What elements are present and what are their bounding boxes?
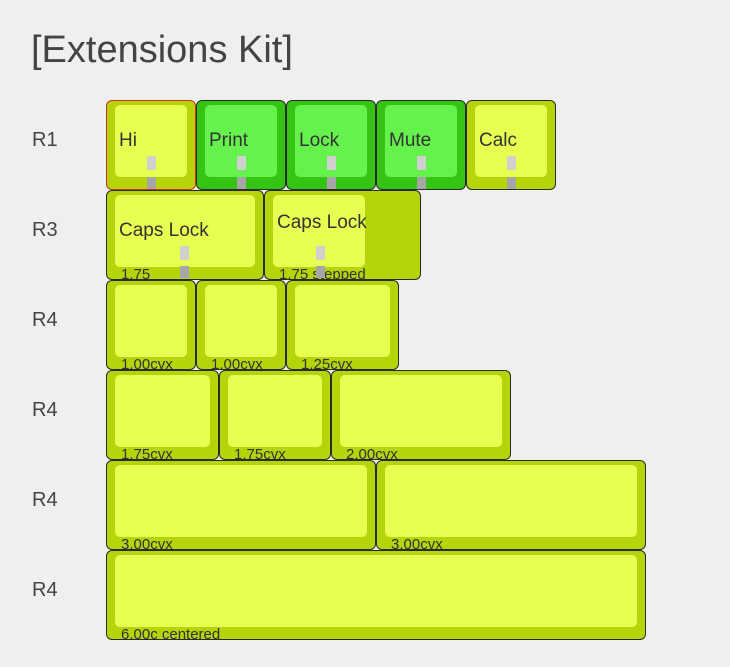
stem-marker [147, 177, 156, 189]
key-calc[interactable]: Calc [466, 100, 556, 190]
key-front-label: 1.75cvx [121, 446, 173, 463]
key-legend: Mute [389, 130, 432, 151]
key-caps-lock[interactable]: Caps Lock 1.75 [106, 190, 264, 283]
key-front-label: 3.00cvx [391, 536, 443, 553]
stem-marker [417, 156, 426, 170]
stem-marker [316, 246, 325, 260]
key-legend: Caps Lock [277, 212, 367, 233]
row-label-r4-b: R4 [32, 399, 58, 421]
stem-marker [327, 156, 336, 170]
row-label-r3: R3 [32, 219, 58, 241]
row-label-r1: R1 [32, 129, 58, 151]
key-front-label: 1.25cvx [301, 356, 353, 373]
key-front-label: 1.00cvx [211, 356, 263, 373]
stem-marker [327, 177, 336, 189]
stem-marker [237, 156, 246, 170]
key-legend: Hi [119, 130, 137, 151]
key-r4-6u-centered[interactable]: 6.00c centered [106, 550, 646, 643]
key-legend: Print [209, 130, 249, 151]
keycap-top [115, 375, 210, 447]
key-front-label: 1.75 [121, 266, 151, 283]
key-legend: Caps Lock [119, 220, 209, 241]
key-r4-1-75u[interactable]: 1.75cvx [106, 370, 219, 463]
key-r4-1-25u[interactable]: 1.25cvx [286, 280, 399, 373]
key-print[interactable]: Print [196, 100, 286, 190]
stem-marker [316, 266, 325, 278]
key-r4-1-75u[interactable]: 1.75cvx [219, 370, 331, 463]
key-legend: Calc [479, 130, 518, 151]
keycap-top [385, 465, 637, 537]
key-front-label: 6.00c centered [121, 626, 221, 643]
stem-marker [180, 266, 189, 278]
key-front-label: 1.00cvx [121, 356, 173, 373]
stem-marker [507, 177, 516, 189]
stem-marker [507, 156, 516, 170]
stem-marker [147, 156, 156, 170]
stem-marker [237, 177, 246, 189]
stem-marker [417, 177, 426, 189]
page-title: [Extensions Kit] [31, 29, 293, 71]
key-r4-1u[interactable]: 1.00cvx [106, 280, 196, 373]
keycap-top [295, 285, 390, 357]
stem-marker [180, 246, 189, 260]
key-legend: Lock [299, 130, 340, 151]
row-label-r4-d: R4 [32, 579, 58, 601]
keycap-top: Print [205, 105, 277, 177]
key-r4-3u[interactable]: 3.00cvx [106, 460, 376, 553]
key-mute[interactable]: Mute [376, 100, 466, 190]
key-front-label: 2.00cvx [346, 446, 398, 463]
key-front-label: 3.00cvx [121, 536, 173, 553]
keycap-top [115, 285, 187, 357]
key-r4-3u[interactable]: 3.00cvx [376, 460, 646, 553]
row-label-r4-a: R4 [32, 309, 58, 331]
keycap-top [340, 375, 502, 447]
row-label-r4-c: R4 [32, 489, 58, 511]
key-caps-lock-stepped[interactable]: Caps Lock 1.75 stepped [264, 190, 421, 283]
keycap-top [115, 465, 367, 537]
key-front-label: 1.75cvx [234, 446, 286, 463]
keycap-top [228, 375, 322, 447]
key-r4-1u[interactable]: 1.00cvx [196, 280, 286, 373]
keycap-top [115, 555, 637, 627]
keycap-top [205, 285, 277, 357]
key-r4-2u[interactable]: 2.00cvx [331, 370, 511, 463]
